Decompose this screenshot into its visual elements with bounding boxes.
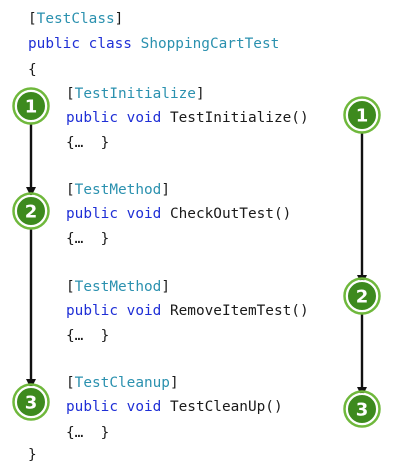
class-close-brace: } (28, 447, 37, 463)
method-attribute: TestInitialize (74, 86, 196, 102)
marker-number: 3 (25, 393, 38, 414)
method-body: {… } (66, 425, 110, 441)
class-name: ShoppingCartTest (140, 36, 280, 52)
right-step-2-marker: 2 (343, 277, 381, 315)
method-body: {… } (66, 328, 110, 344)
method-attribute: TestCleanup (74, 375, 170, 391)
keyword-void: void (126, 303, 162, 319)
left-step-3-marker: 3 (12, 383, 50, 421)
method-attribute: TestMethod (74, 182, 162, 198)
right-step-1-marker: 1 (343, 96, 381, 134)
left-step-1-marker: 1 (12, 87, 50, 125)
marker-number: 2 (356, 287, 369, 308)
keyword-public: public (66, 303, 118, 319)
class-attribute-line: [TestClass] (28, 11, 124, 27)
method-attribute-line: [TestInitialize] (66, 86, 205, 102)
right-step-3-marker: 3 (343, 390, 381, 428)
marker-number: 1 (25, 97, 38, 118)
method-name: TestCleanUp() (169, 399, 283, 415)
method-body: {… } (66, 135, 110, 151)
method-signature: public void TestInitialize() (66, 109, 309, 127)
marker-number: 1 (356, 106, 369, 127)
keyword-void: void (126, 110, 162, 126)
method-signature: public void RemoveItemTest() (66, 302, 309, 320)
method-name: RemoveItemTest() (169, 303, 309, 319)
left-step-2-marker: 2 (12, 192, 50, 230)
method-name: TestInitialize() (169, 110, 309, 126)
class-attribute: TestClass (36, 11, 115, 27)
method-signature: public void CheckOutTest() (66, 205, 291, 223)
keyword-public: public (66, 110, 118, 126)
class-declaration-line: public class ShoppingCartTest (28, 35, 279, 53)
keyword-public: public (66, 206, 118, 222)
marker-number: 2 (25, 202, 38, 223)
method-attribute-line: [TestCleanup] (66, 375, 179, 391)
method-attribute-line: [TestMethod] (66, 182, 170, 198)
keyword-void: void (126, 399, 162, 415)
keyword-class: class (88, 36, 132, 52)
method-name: CheckOutTest() (169, 206, 292, 222)
marker-number: 3 (356, 400, 369, 421)
method-attribute-line: [TestMethod] (66, 279, 170, 295)
method-attribute: TestMethod (74, 279, 162, 295)
method-body: {… } (66, 231, 110, 247)
keyword-public: public (66, 399, 118, 415)
class-open-brace: { (28, 62, 37, 78)
keyword-public: public (28, 36, 80, 52)
method-signature: public void TestCleanUp() (66, 398, 283, 416)
keyword-void: void (126, 206, 162, 222)
